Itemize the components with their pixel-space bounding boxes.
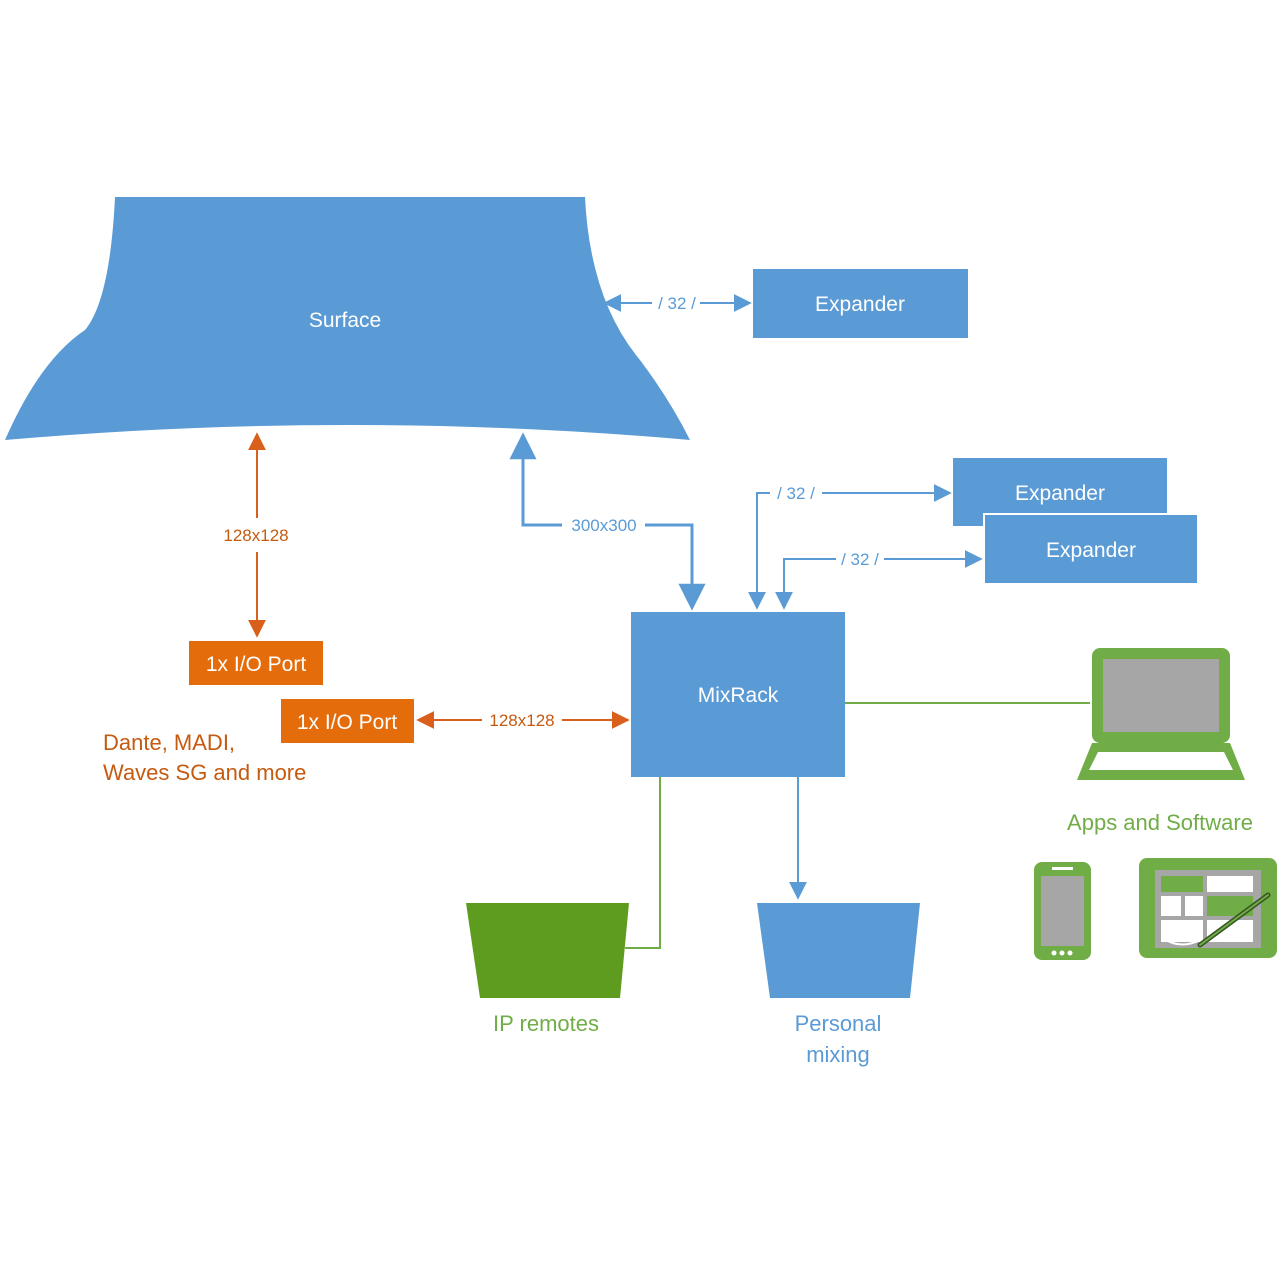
surface-node: Surface bbox=[5, 197, 690, 440]
surface-mixrack-link-label: 300x300 bbox=[571, 516, 636, 535]
ip-remotes-label: IP remotes bbox=[493, 1011, 599, 1036]
expander-top-label: Expander bbox=[815, 293, 905, 316]
io-note-line2: Waves SG and more bbox=[103, 760, 306, 785]
io-port-surface-node: 1x I/O Port bbox=[189, 641, 323, 685]
mixrack-node: MixRack bbox=[631, 612, 845, 777]
surface-io-link: 128x128 bbox=[223, 432, 289, 638]
surface-io-link-label: 128x128 bbox=[223, 526, 288, 545]
mixrack-ip-remotes-link bbox=[625, 777, 661, 949]
expander-mid-label: Expander bbox=[1015, 482, 1105, 505]
mixrack-io-link-label: 128x128 bbox=[489, 711, 554, 730]
mixrack-expander-link-2-label: / 32 / bbox=[841, 550, 879, 569]
surface-mixrack-link: 300x300 bbox=[509, 432, 706, 611]
expander-low-node: Expander bbox=[983, 513, 1199, 585]
ip-remotes-node bbox=[466, 903, 629, 998]
io-port-mixrack-label: 1x I/O Port bbox=[297, 711, 398, 734]
expander-top-node: Expander bbox=[753, 269, 968, 338]
apps-software-label: Apps and Software bbox=[1067, 810, 1253, 835]
mixrack-io-link: 128x128 bbox=[416, 711, 630, 730]
expander-low-label: Expander bbox=[1046, 539, 1136, 562]
io-port-surface-label: 1x I/O Port bbox=[206, 653, 307, 676]
phone-icon bbox=[1034, 862, 1091, 960]
io-port-mixrack-node: 1x I/O Port bbox=[281, 699, 414, 743]
mixrack-expander-link-1: / 32 / bbox=[748, 484, 952, 610]
mixrack-expander-link-2: / 32 / bbox=[775, 550, 983, 610]
personal-mixing-node bbox=[757, 903, 920, 998]
personal-mixing-label-line1: Personal bbox=[795, 1011, 882, 1036]
surface-expander-link: / 32 / bbox=[603, 294, 752, 313]
io-note-line1: Dante, MADI, bbox=[103, 730, 235, 755]
surface-label: Surface bbox=[309, 309, 381, 332]
personal-mixing-label-line2: mixing bbox=[806, 1042, 870, 1067]
laptop-icon bbox=[1077, 648, 1245, 780]
surface-expander-link-label: / 32 / bbox=[658, 294, 696, 313]
mixrack-label: MixRack bbox=[698, 684, 779, 707]
tablet-icon bbox=[1139, 858, 1277, 958]
mixrack-expander-link-1-label: / 32 / bbox=[777, 484, 815, 503]
